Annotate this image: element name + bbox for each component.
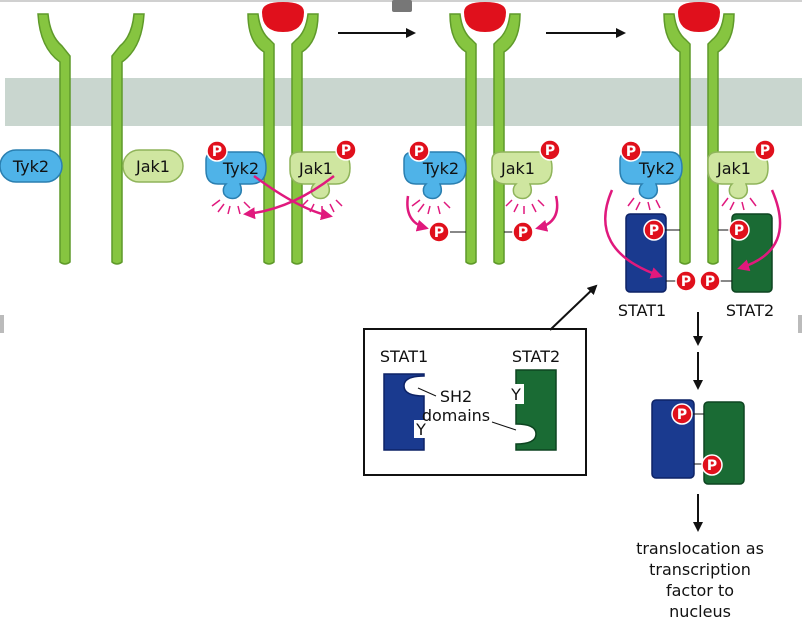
receptor-pair-2: [247, 13, 319, 265]
phosphate-receptor-left-3: P: [428, 221, 450, 243]
edge-handle-icon[interactable]: [798, 315, 802, 333]
svg-text:P: P: [626, 144, 636, 160]
result-line3: factor to: [666, 581, 734, 600]
ligand-1: [262, 2, 304, 32]
phospho-arrow-stat1: [604, 189, 663, 279]
svg-text:P: P: [545, 143, 555, 159]
svg-text:P: P: [212, 144, 222, 160]
phosphate-tyk2-3: P: [408, 140, 430, 162]
svg-text:P: P: [518, 225, 528, 241]
svg-text:Tyk2: Tyk2: [638, 159, 675, 178]
phosphate-jak1-2: P: [335, 139, 357, 161]
svg-text:Jak1: Jak1: [500, 159, 535, 178]
svg-text:Jak1: Jak1: [135, 157, 170, 176]
stat-dimer: [651, 399, 745, 485]
sh2-label-line1: SH2: [440, 387, 472, 406]
phospho-arrow-tyk2-3: [406, 195, 429, 232]
svg-text:Jak1: Jak1: [298, 159, 333, 178]
svg-text:P: P: [681, 274, 691, 290]
activation-rays-3: [411, 199, 545, 215]
jak1-kinase-2: Jak1: [289, 151, 351, 200]
inset-stat1-label: STAT1: [380, 347, 428, 366]
phosphate-jak1-4: P: [754, 139, 776, 161]
svg-text:Jak1: Jak1: [716, 159, 751, 178]
svg-text:Tyk2: Tyk2: [222, 159, 259, 178]
phosphate-receptor-right-3: P: [512, 221, 534, 243]
phosphate-tyk2-4: P: [620, 140, 642, 162]
receptor-pair-3: [449, 13, 521, 265]
phosphate-tyk2-2: P: [206, 140, 228, 162]
phosphate-jak1-3: P: [539, 139, 561, 161]
phosphate-stat2-4: P: [699, 270, 721, 292]
svg-text:P: P: [734, 223, 744, 239]
ligand-3: [678, 2, 720, 32]
tyk2-kinase-1: Tyk2: [0, 149, 63, 183]
svg-text:P: P: [649, 223, 659, 239]
svg-text:P: P: [434, 225, 444, 241]
receptor-pair-1: [37, 13, 145, 265]
cross-arrow-tyk2-to-jak1: [253, 174, 333, 221]
phosphate-dimer-bottom: P: [701, 454, 723, 476]
ligand-2: [464, 2, 506, 32]
inset-stat1-shape: Y: [383, 373, 428, 451]
inset-stat2-y: Y: [510, 385, 521, 404]
sh2-pointer-stat2: [491, 421, 517, 431]
phospho-arrow-jak1-3: [535, 195, 559, 232]
tyk2-kinase-2: Tyk2: [205, 151, 267, 200]
inset-pointer-arrow: [549, 284, 598, 331]
tyk2-kinase-4: Tyk2: [619, 151, 683, 200]
result-line4: nucleus: [669, 602, 731, 621]
activation-rays-4: [627, 197, 757, 211]
svg-text:P: P: [705, 274, 715, 290]
svg-text:Tyk2: Tyk2: [422, 159, 459, 178]
jak1-kinase-1: Jak1: [122, 149, 184, 183]
receptor-pair-4: [663, 13, 735, 265]
result-line2: transcription: [649, 560, 751, 579]
svg-text:P: P: [341, 143, 351, 159]
jak1-kinase-4: Jak1: [707, 151, 769, 200]
cross-arrow-jak1-to-tyk2: [243, 175, 335, 220]
svg-text:P: P: [677, 407, 687, 423]
inset-stat1-y: Y: [415, 420, 426, 439]
sh2-label-line2: domains: [422, 406, 490, 425]
svg-text:Tyk2: Tyk2: [12, 157, 49, 176]
phosphate-dimer-top: P: [671, 403, 693, 425]
square-handle-icon[interactable]: [392, 0, 412, 12]
svg-text:P: P: [707, 458, 717, 474]
edge-handle-icon[interactable]: [0, 315, 4, 333]
tyk2-kinase-3: Tyk2: [403, 151, 467, 200]
phosphate-receptor-right-4: P: [728, 219, 750, 241]
inset-stat2-shape: Y: [510, 369, 557, 451]
stat2-label: STAT2: [726, 301, 774, 320]
svg-text:P: P: [760, 143, 770, 159]
phosphate-receptor-left-4: P: [643, 219, 665, 241]
inset-stat2-label: STAT2: [512, 347, 560, 366]
phosphate-stat1-4: P: [675, 270, 697, 292]
cell-membrane: [5, 78, 802, 126]
result-line1: translocation as: [636, 539, 764, 558]
stat1-label: STAT1: [618, 301, 666, 320]
phospho-arrow-stat2: [737, 189, 782, 272]
sh2-pointer-stat1: [417, 387, 437, 397]
svg-text:P: P: [414, 144, 424, 160]
